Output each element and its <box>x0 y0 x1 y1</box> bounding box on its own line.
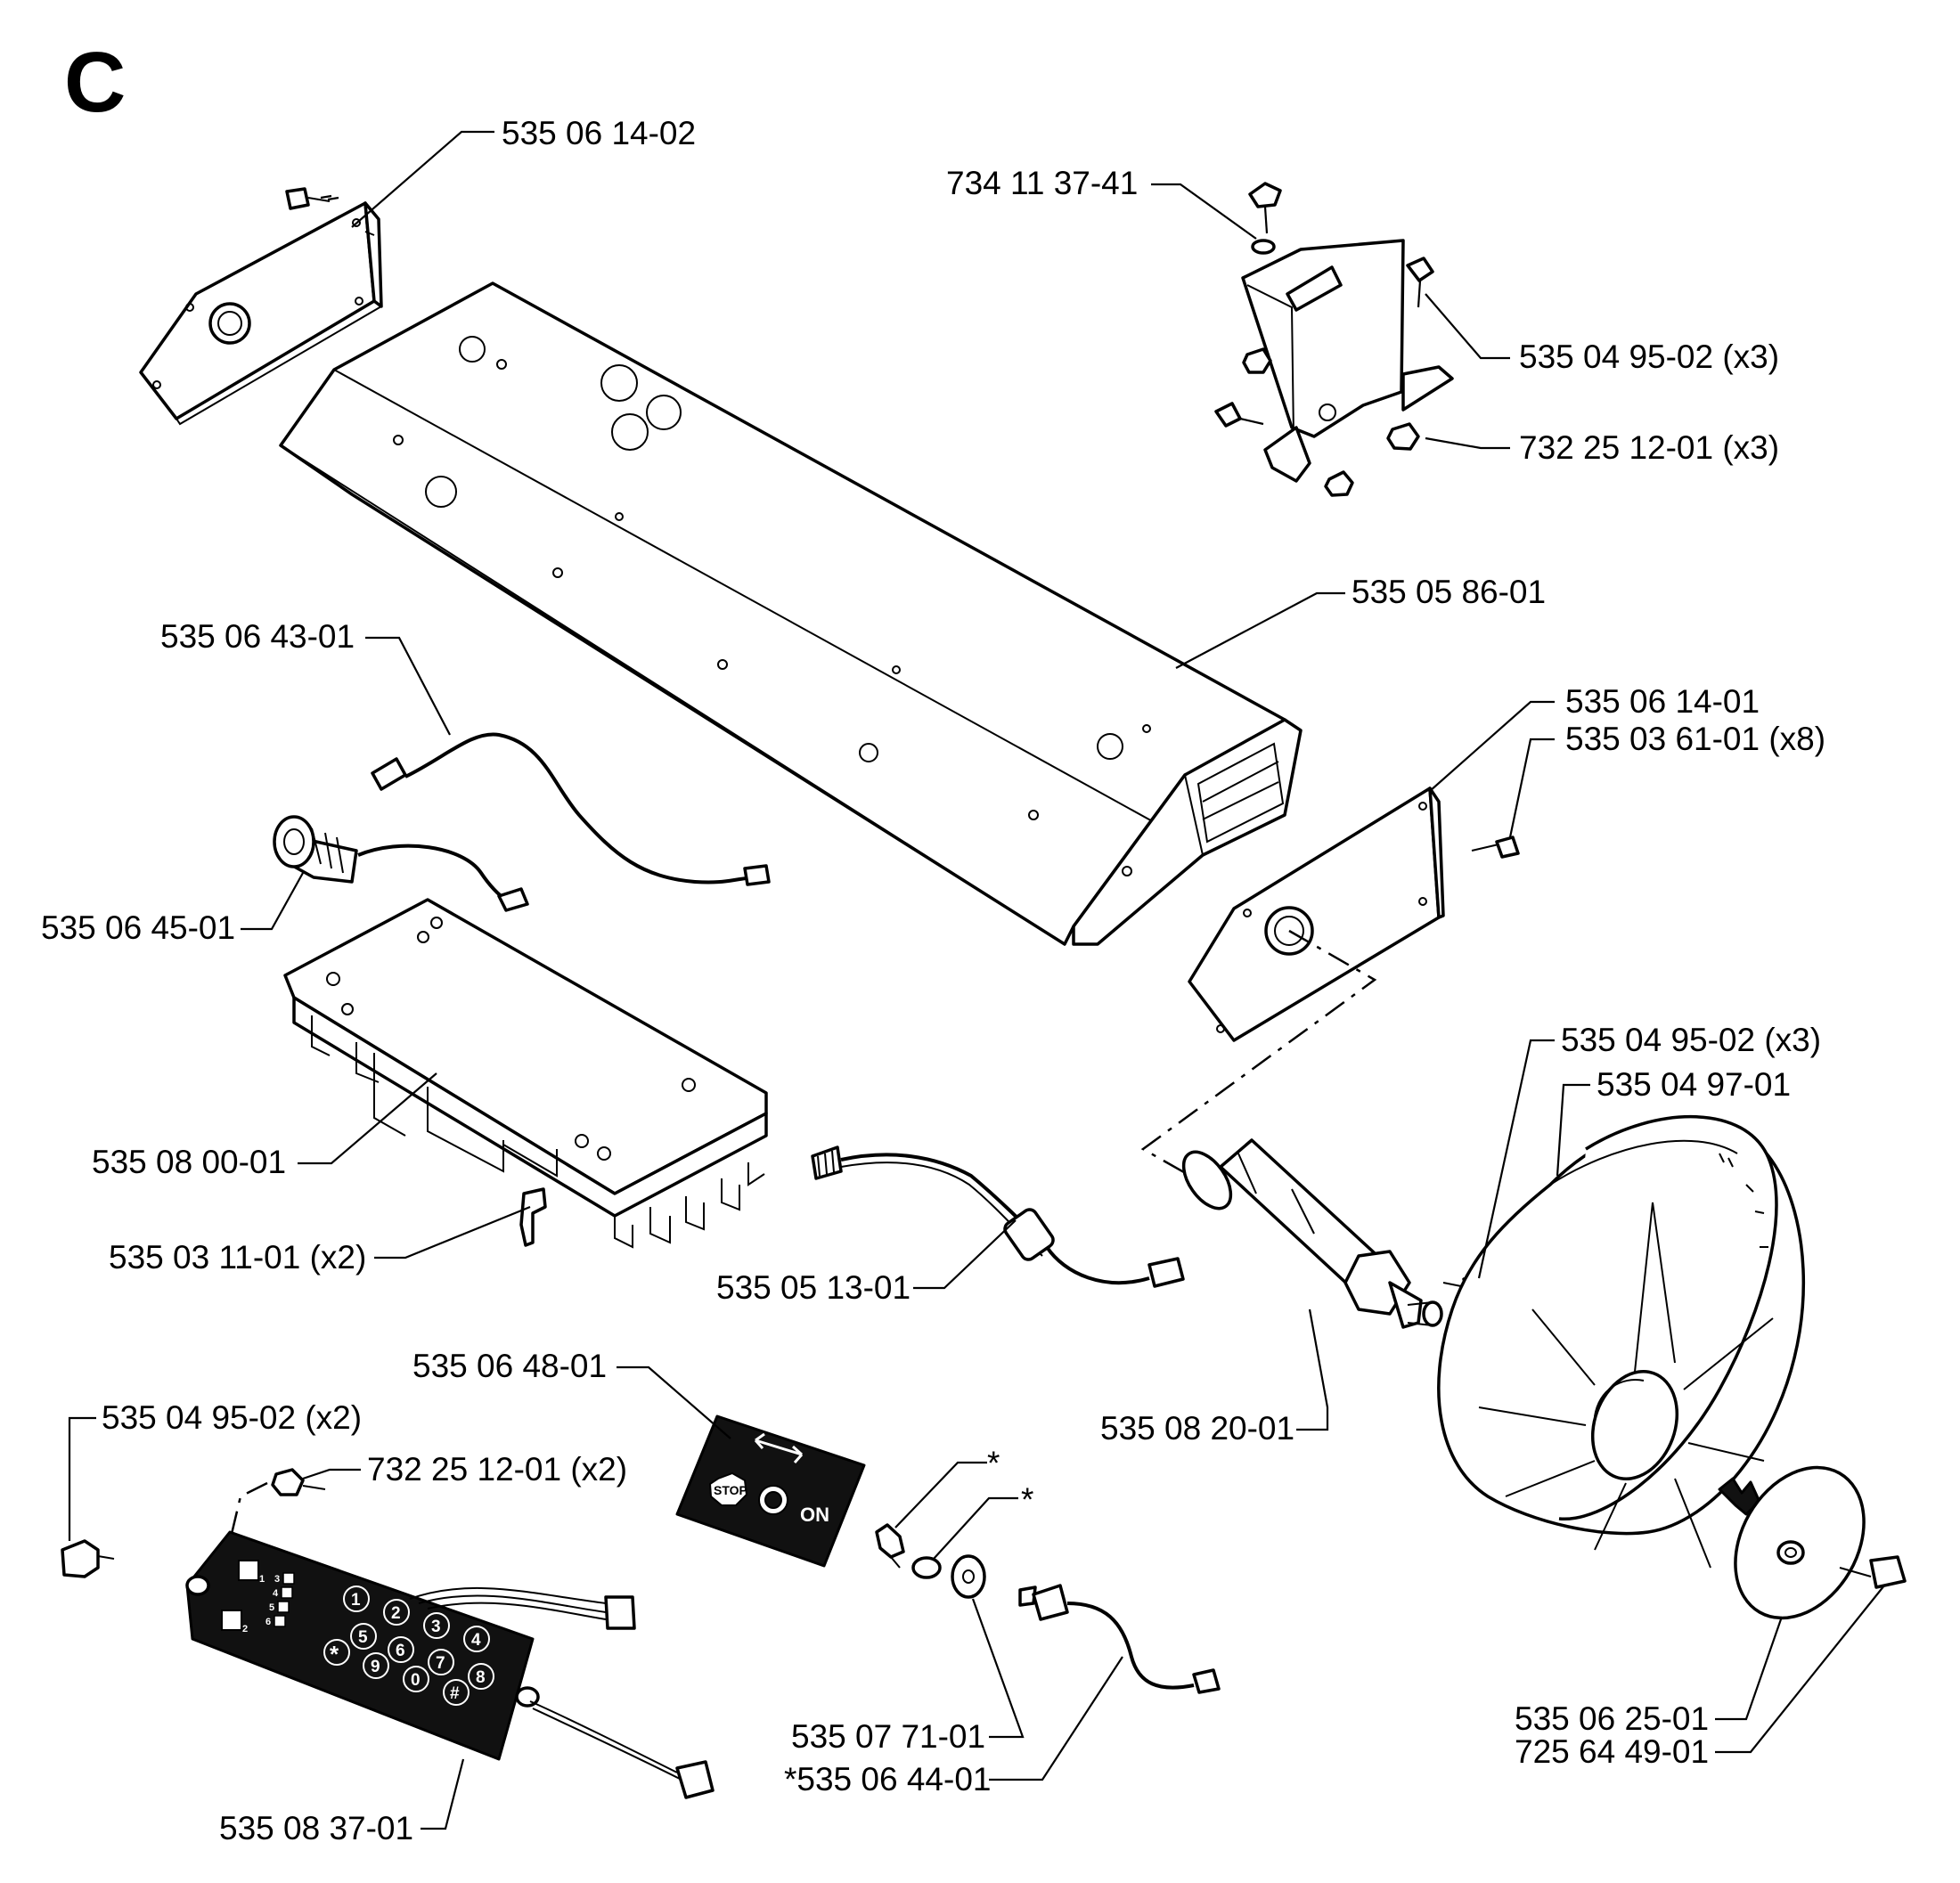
label-housing: 535 05 86-01 <box>1352 574 1546 610</box>
main-housing <box>279 281 1303 946</box>
keypad-small-key: 6 <box>265 1617 271 1627</box>
hub-cap <box>1718 1465 1907 1620</box>
label-circuit-board: 535 08 00-01 <box>92 1144 286 1180</box>
keypad-key: * <box>330 1641 339 1667</box>
control-label-plate: STOP ON <box>675 1414 866 1568</box>
label-switch-nuts: 732 25 12-01 (x3) <box>1519 429 1779 466</box>
part-labels: 535 06 14-02 734 11 37-41 535 04 95-02 (… <box>41 115 1825 1846</box>
buzzer <box>273 815 529 912</box>
label-star-b: * <box>1021 1481 1033 1518</box>
label-washer: 535 07 71-01 <box>791 1718 985 1755</box>
label-keypad-screws: 535 04 95-02 (x2) <box>102 1399 362 1436</box>
keypad-small-key: 1 <box>259 1574 265 1585</box>
keypad-key: 7 <box>436 1654 445 1673</box>
assembly-axis-line <box>1140 929 1377 1200</box>
label-cable-upper: 535 06 43-01 <box>160 618 355 655</box>
keypad-small-key: 3 <box>274 1574 280 1585</box>
upper-cable <box>371 732 771 886</box>
switch-bracket-assembly <box>1214 182 1454 497</box>
label-switch-screw: 734 11 37-41 <box>946 165 1138 201</box>
left-end-plate <box>139 187 383 426</box>
label-control-plate: 535 06 48-01 <box>412 1348 607 1384</box>
label-wheel-screws: 535 04 95-02 (x3) <box>1561 1022 1821 1058</box>
label-right-plate: 535 06 14-01 <box>1565 683 1760 720</box>
label-switch-screws: 535 04 95-02 (x3) <box>1519 338 1779 375</box>
drive-wheel <box>1437 1114 1806 1569</box>
right-end-plate <box>1188 787 1520 1042</box>
keypad-small-key: 4 <box>273 1588 279 1599</box>
label-hub-screw: 725 64 49-01 <box>1515 1733 1709 1770</box>
leader-lines <box>68 130 1885 1830</box>
motor <box>1181 1138 1484 1329</box>
on-text: ON <box>800 1504 829 1526</box>
label-keypad-nuts: 732 25 12-01 (x2) <box>367 1451 627 1488</box>
label-star-a: * <box>987 1445 1000 1481</box>
keypad-key: 1 <box>351 1591 361 1610</box>
keypad-key: # <box>450 1684 460 1703</box>
keypad-key: 9 <box>371 1658 380 1676</box>
keypad-key: 6 <box>396 1642 405 1660</box>
toggle-switch-parts <box>875 1523 1221 1694</box>
keypad-small-key: 2 <box>242 1624 248 1634</box>
keypad-key: 5 <box>358 1628 368 1647</box>
keypad: 1 2 3 4 5 6 7 8 9 0 * # 1 2 3 4 5 6 <box>61 1468 715 1799</box>
circuit-board <box>283 898 768 1249</box>
middle-cable <box>811 1145 1185 1288</box>
keypad-key: 0 <box>411 1671 421 1690</box>
section-letter: C <box>64 35 126 130</box>
stop-text: STOP <box>714 1483 747 1497</box>
label-wheel: 535 04 97-01 <box>1597 1066 1791 1103</box>
label-keypad: 535 08 37-01 <box>219 1810 413 1846</box>
label-motor: 535 08 20-01 <box>1100 1410 1294 1447</box>
keypad-small-key: 5 <box>269 1602 274 1613</box>
keypad-key: 3 <box>431 1618 441 1636</box>
label-board-clips: 535 03 11-01 (x2) <box>109 1239 366 1276</box>
label-right-plate-screws: 535 03 61-01 (x8) <box>1565 721 1825 757</box>
keypad-key: 8 <box>476 1668 486 1687</box>
label-buzzer: 535 06 45-01 <box>41 909 235 946</box>
keypad-key: 2 <box>391 1604 401 1623</box>
keypad-key: 4 <box>471 1631 481 1650</box>
label-hub-cap: 535 06 25-01 <box>1515 1700 1709 1737</box>
label-top-left-plate: 535 06 14-02 <box>502 115 696 151</box>
label-toggle-switch: *535 06 44-01 <box>784 1761 991 1797</box>
label-cable-mid: 535 05 13-01 <box>716 1269 911 1306</box>
